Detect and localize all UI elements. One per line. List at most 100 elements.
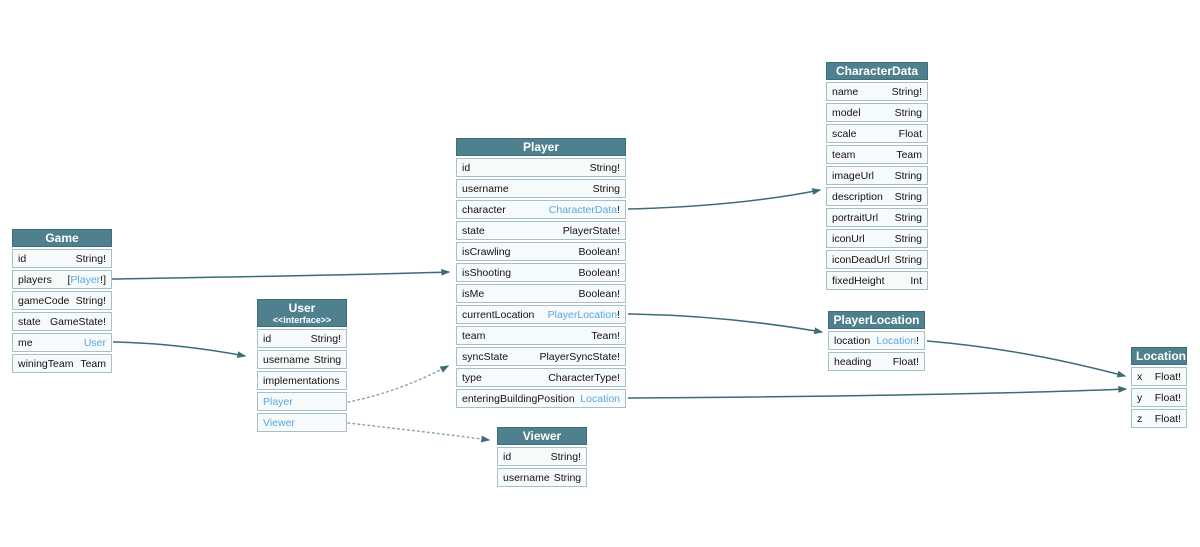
field-type: User xyxy=(84,337,106,349)
type-link[interactable]: Location xyxy=(580,392,620,405)
edge-player-character-to-characterdata xyxy=(627,188,822,210)
field-row-game-players[interactable]: players[Player!] xyxy=(12,270,112,289)
field-row-game-id[interactable]: id String! xyxy=(12,249,112,268)
type-link[interactable]: Player xyxy=(70,273,101,286)
table-viewer-header[interactable]: Viewer xyxy=(497,427,587,445)
field-type: Float! xyxy=(1154,370,1181,383)
field-type: CharacterType! xyxy=(548,371,620,384)
field-type: PlayerState! xyxy=(562,224,620,237)
field-row-user-Viewer[interactable]: Viewer xyxy=(257,413,347,432)
field-name: state xyxy=(18,315,41,328)
field-name: y xyxy=(1137,391,1143,404)
field-type: String! xyxy=(891,85,922,98)
field-row-characterdata-name[interactable]: name String! xyxy=(826,82,928,101)
field-name: id xyxy=(18,252,27,265)
field-name: username xyxy=(503,471,550,484)
table-user-header[interactable]: User<<interface>> xyxy=(257,299,347,327)
type-suffix: ! xyxy=(617,203,620,216)
field-name: gameCode xyxy=(18,294,70,307)
field-name: x xyxy=(1137,370,1143,383)
field-type: [Player!] xyxy=(67,274,106,286)
field-name: name xyxy=(832,85,859,98)
section-label: implementations xyxy=(263,374,340,387)
field-name: isCrawling xyxy=(462,245,511,258)
type-link[interactable]: Location xyxy=(876,334,917,347)
field-row-user-implementations[interactable]: implementations xyxy=(257,371,347,390)
table-game-header[interactable]: Game xyxy=(12,229,112,247)
field-name: scale xyxy=(832,127,857,140)
field-type: String! xyxy=(75,252,106,265)
field-name: username xyxy=(263,353,310,366)
field-name: id xyxy=(263,332,272,345)
field-type: String xyxy=(894,211,922,224)
field-type: Float! xyxy=(892,355,919,368)
field-type: String xyxy=(894,232,922,245)
field-type: String! xyxy=(310,332,341,345)
field-type: PlayerLocation! xyxy=(548,309,620,321)
table-characterdata-header[interactable]: CharacterData xyxy=(826,62,928,80)
field-row-characterdata-scale[interactable]: scale Float xyxy=(826,124,928,143)
field-row-location-x[interactable]: x Float! xyxy=(1131,367,1187,386)
edge-game-me-to-user xyxy=(112,341,247,358)
type-link[interactable]: PlayerLocation xyxy=(547,308,618,321)
type-suffix: ! xyxy=(916,334,919,347)
field-row-player-type[interactable]: type CharacterType! xyxy=(456,368,626,387)
table-user-stereotype: <<interface>> xyxy=(272,315,332,325)
table-location-header[interactable]: Location xyxy=(1131,347,1187,365)
type-link[interactable]: CharacterData xyxy=(548,203,618,216)
field-name: id xyxy=(462,161,471,174)
field-type: String xyxy=(553,471,582,484)
field-row-user-Player[interactable]: Player xyxy=(257,392,347,411)
field-type: String xyxy=(894,106,922,119)
field-row-user-id[interactable]: id String! xyxy=(257,329,347,348)
field-row-game-me[interactable]: me User xyxy=(12,333,112,352)
field-type: Float! xyxy=(1154,412,1181,425)
implementation-link-player[interactable]: Player xyxy=(263,395,293,408)
table-playerlocation-header[interactable]: PlayerLocation xyxy=(828,311,925,329)
field-type: CharacterData! xyxy=(549,204,620,216)
edge-user-implementation-viewer xyxy=(347,422,491,443)
field-type: Float xyxy=(898,127,922,140)
field-name: type xyxy=(462,371,482,384)
field-name: me xyxy=(18,336,33,349)
table-game-title: Game xyxy=(45,231,79,245)
type-link[interactable]: User xyxy=(83,336,106,349)
implementation-link-viewer[interactable]: Viewer xyxy=(263,416,295,429)
type-suffix: !] xyxy=(100,273,106,286)
table-player-header[interactable]: Player xyxy=(456,138,626,156)
